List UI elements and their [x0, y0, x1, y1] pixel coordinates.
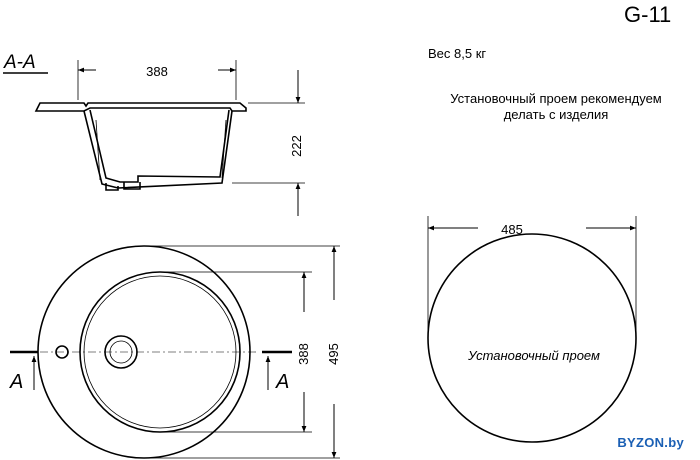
dim-cutout-diameter-value: 485	[501, 222, 523, 237]
dim-cutout-diameter: 485	[427, 216, 637, 338]
dim-inner-diameter-value: 388	[296, 343, 311, 365]
model-label: G-11	[624, 2, 671, 27]
cutout-view: Установочный проем	[427, 233, 637, 443]
note-line-1: Установочный проем рекомендуем	[450, 91, 662, 106]
section-profile	[34, 102, 247, 191]
dim-outer-diameter-value: 495	[326, 343, 341, 365]
section-mark-left: A	[9, 371, 23, 393]
dim-outer-diameter: 495	[144, 245, 341, 459]
section-marker-left: A	[9, 350, 38, 393]
dim-bowl-width: 388	[77, 60, 237, 100]
top-view	[37, 245, 258, 459]
section-label: A-A	[3, 52, 36, 73]
watermark-logo: BYZON.by	[615, 435, 686, 450]
section-mark-right: A	[275, 371, 289, 393]
section-marker-right: A	[262, 350, 292, 393]
note-line-2: делать с изделия	[504, 107, 609, 122]
dim-bowl-width-value: 388	[146, 64, 168, 79]
weight-label: Вес 8,5 кг	[428, 46, 486, 61]
dim-depth-value: 222	[289, 135, 304, 157]
cutout-label: Установочный проем	[467, 348, 600, 363]
dim-inner-diameter: 388	[160, 271, 312, 433]
dim-depth: 222	[232, 70, 305, 216]
